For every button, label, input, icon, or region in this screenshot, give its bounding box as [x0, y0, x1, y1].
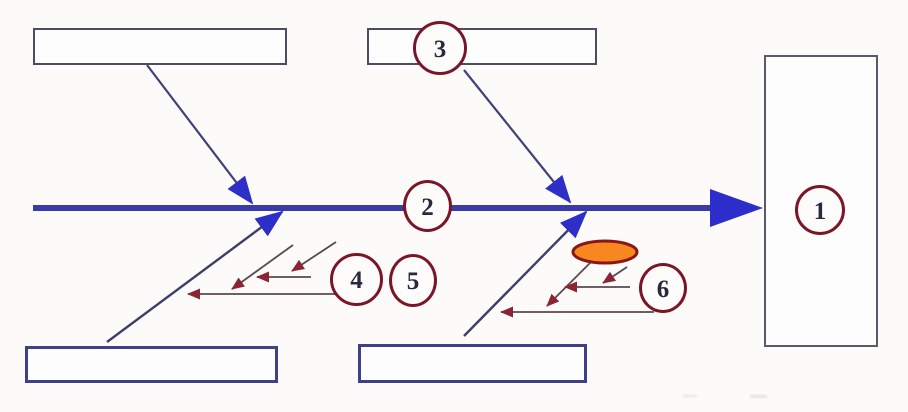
marker-label-2: 2 [421, 193, 434, 221]
left-small-diagonal-arrow [291, 241, 337, 272]
bottom-left-bone [106, 210, 284, 343]
cause-box-bottom-middle [358, 344, 587, 383]
marker-label-1: 1 [813, 197, 827, 225]
cause-box-top-left [33, 28, 287, 65]
top-middle-bone [463, 69, 572, 204]
marker-label-3: 3 [433, 35, 447, 63]
marker-label-5: 5 [406, 268, 420, 295]
cause-box-bottom-left [25, 346, 278, 383]
right-small-diagonal-arrow [602, 266, 628, 284]
effect-box [764, 55, 878, 347]
cause-box-top-middle [367, 28, 597, 65]
watermark-smudge [750, 395, 767, 398]
top-left-bone [146, 64, 254, 205]
marker-circle-3: 3 [413, 21, 467, 75]
marker-circle-4: 4 [330, 253, 383, 306]
marker-circle-2: 2 [403, 180, 452, 232]
spine-arrowhead [710, 189, 763, 227]
right-mid-diagonal-arrow [546, 261, 592, 307]
highlight-ellipse [571, 239, 639, 265]
left-mid-diagonal-arrow [231, 244, 294, 290]
marker-circle-1: 1 [795, 185, 845, 235]
watermark-smudge [683, 395, 697, 397]
marker-circle-5: 5 [389, 254, 437, 307]
marker-circle-6: 6 [639, 263, 687, 313]
marker-label-4: 4 [350, 267, 363, 294]
marker-label-6: 6 [656, 275, 670, 303]
bottom-middle-bone [463, 210, 588, 337]
